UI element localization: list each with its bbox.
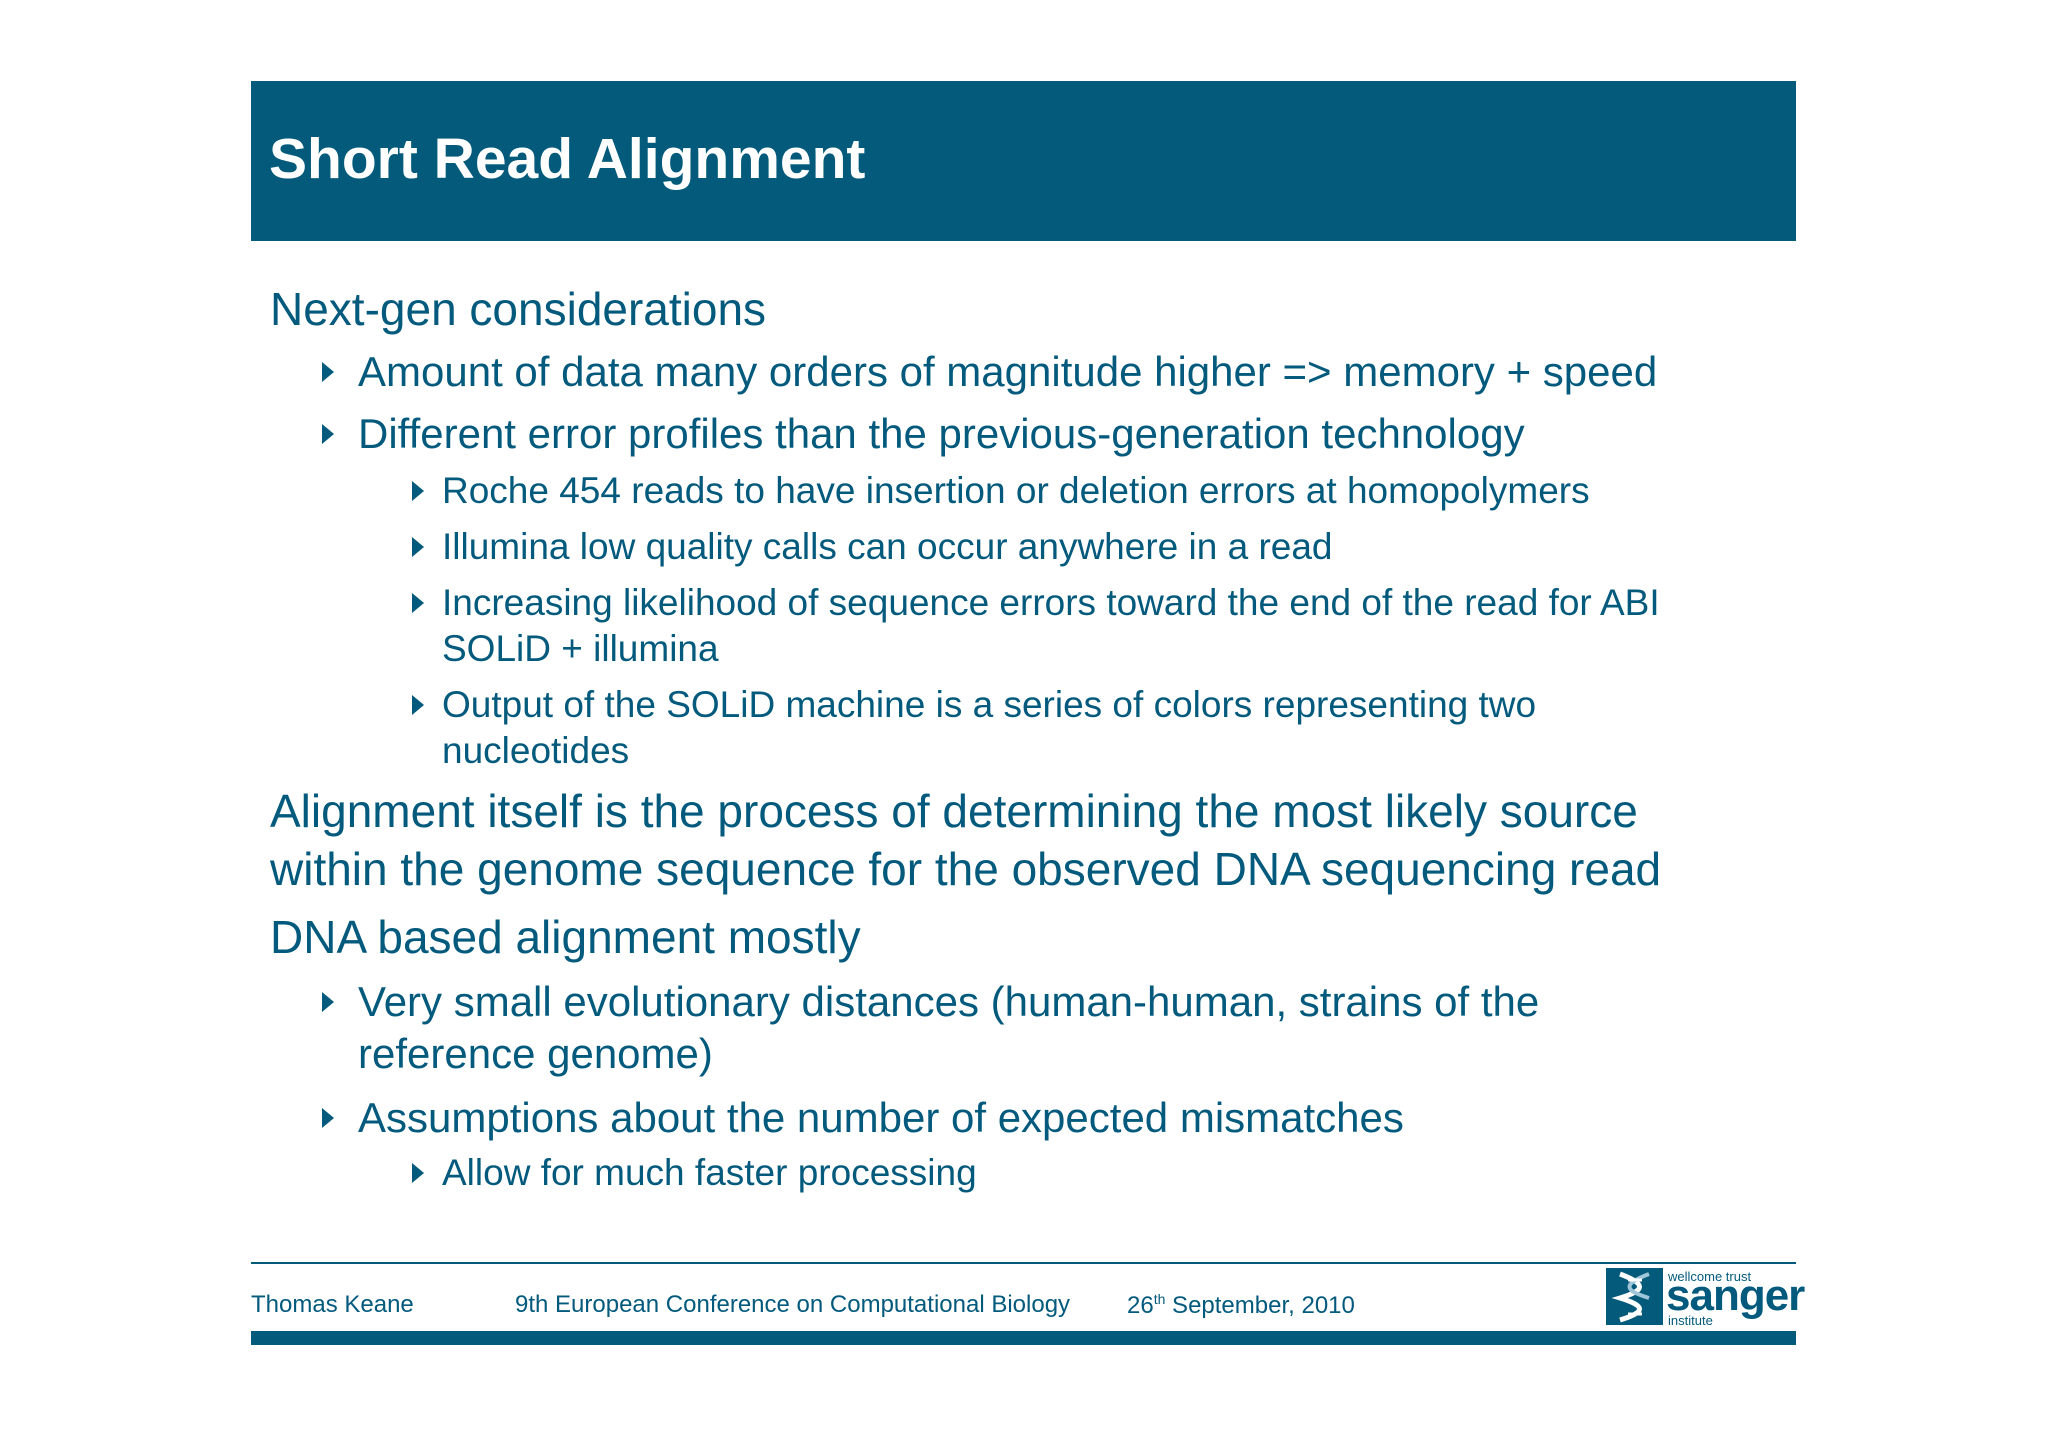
- footer-divider: [251, 1262, 1796, 1264]
- bullet-arrow-icon: [412, 481, 424, 501]
- paragraph-line2: within the genome sequence for the obser…: [270, 843, 1662, 895]
- subbullet-increasing-likelihood: Increasing likelihood of sequence errors…: [270, 580, 1770, 672]
- bullet-text: Assumptions about the number of expected…: [358, 1094, 1404, 1141]
- heading-next-gen: Next-gen considerations: [270, 283, 767, 335]
- logo-wellcome-trust: wellcome trust: [1668, 1269, 1752, 1284]
- paragraph-alignment-definition: Alignment itself is the process of deter…: [270, 782, 1770, 898]
- paragraph-line1: Alignment itself is the process of deter…: [270, 785, 1638, 837]
- footer-conference: 9th European Conference on Computational…: [515, 1291, 1071, 1318]
- bullet-text: Amount of data many orders of magnitude …: [358, 348, 1658, 395]
- bullet-text-line1: Very small evolutionary distances (human…: [358, 978, 1540, 1025]
- subbullet-text: Allow for much faster processing: [442, 1152, 977, 1193]
- sanger-logo: wellcome trust sanger institute: [1606, 1268, 1805, 1328]
- slide-title: Short Read Alignment: [269, 127, 866, 191]
- heading-dna-based: DNA based alignment mostly: [270, 911, 861, 963]
- logo-institute: institute: [1668, 1313, 1713, 1328]
- subbullet-text-line1: Increasing likelihood of sequence errors…: [442, 582, 1660, 623]
- footer-date: 26th September, 2010: [1127, 1291, 1355, 1320]
- footer-author: Thomas Keane: [251, 1291, 414, 1318]
- bullet-text: Different error profiles than the previo…: [358, 410, 1525, 457]
- subbullet-text-line2: nucleotides: [442, 730, 630, 771]
- bullet-arrow-icon: [322, 362, 334, 382]
- subbullet-roche: Roche 454 reads to have insertion or del…: [270, 468, 1770, 514]
- dna-helix-icon: [1606, 1268, 1663, 1325]
- bullet-arrow-icon: [412, 695, 424, 715]
- footer-bar: [251, 1331, 1796, 1345]
- subbullet-solid-output: Output of the SOLiD machine is a series …: [270, 682, 1770, 774]
- bullet-arrow-icon: [322, 1108, 334, 1128]
- bullet-arrow-icon: [412, 537, 424, 557]
- logo-sanger: sanger: [1666, 1271, 1805, 1320]
- bullet-arrow-icon: [412, 593, 424, 613]
- bullet-assumptions: Assumptions about the number of expected…: [270, 1092, 1770, 1144]
- slide-content: Next-gen considerations Amount of data m…: [270, 280, 1770, 1196]
- footer-date-rest: September, 2010: [1165, 1292, 1355, 1319]
- bullet-evolutionary-distances: Very small evolutionary distances (human…: [270, 976, 1770, 1080]
- subbullet-faster-processing: Allow for much faster processing: [270, 1150, 1770, 1196]
- bullet-amount-of-data: Amount of data many orders of magnitude …: [270, 346, 1770, 398]
- subbullet-text: Illumina low quality calls can occur any…: [442, 526, 1333, 567]
- footer-date-day: 26: [1127, 1292, 1154, 1319]
- title-bar: Short Read Alignment: [251, 81, 1796, 241]
- bullet-arrow-icon: [322, 424, 334, 444]
- subbullet-text-line2: SOLiD + illumina: [442, 628, 719, 669]
- bullet-arrow-icon: [412, 1163, 424, 1183]
- bullet-arrow-icon: [322, 992, 334, 1012]
- subbullet-illumina: Illumina low quality calls can occur any…: [270, 524, 1770, 570]
- subbullet-text-line1: Output of the SOLiD machine is a series …: [442, 684, 1537, 725]
- bullet-text-line2: reference genome): [358, 1030, 713, 1077]
- footer-date-suffix: th: [1153, 1291, 1166, 1307]
- subbullet-text: Roche 454 reads to have insertion or del…: [442, 470, 1590, 511]
- bullet-error-profiles: Different error profiles than the previo…: [270, 408, 1770, 460]
